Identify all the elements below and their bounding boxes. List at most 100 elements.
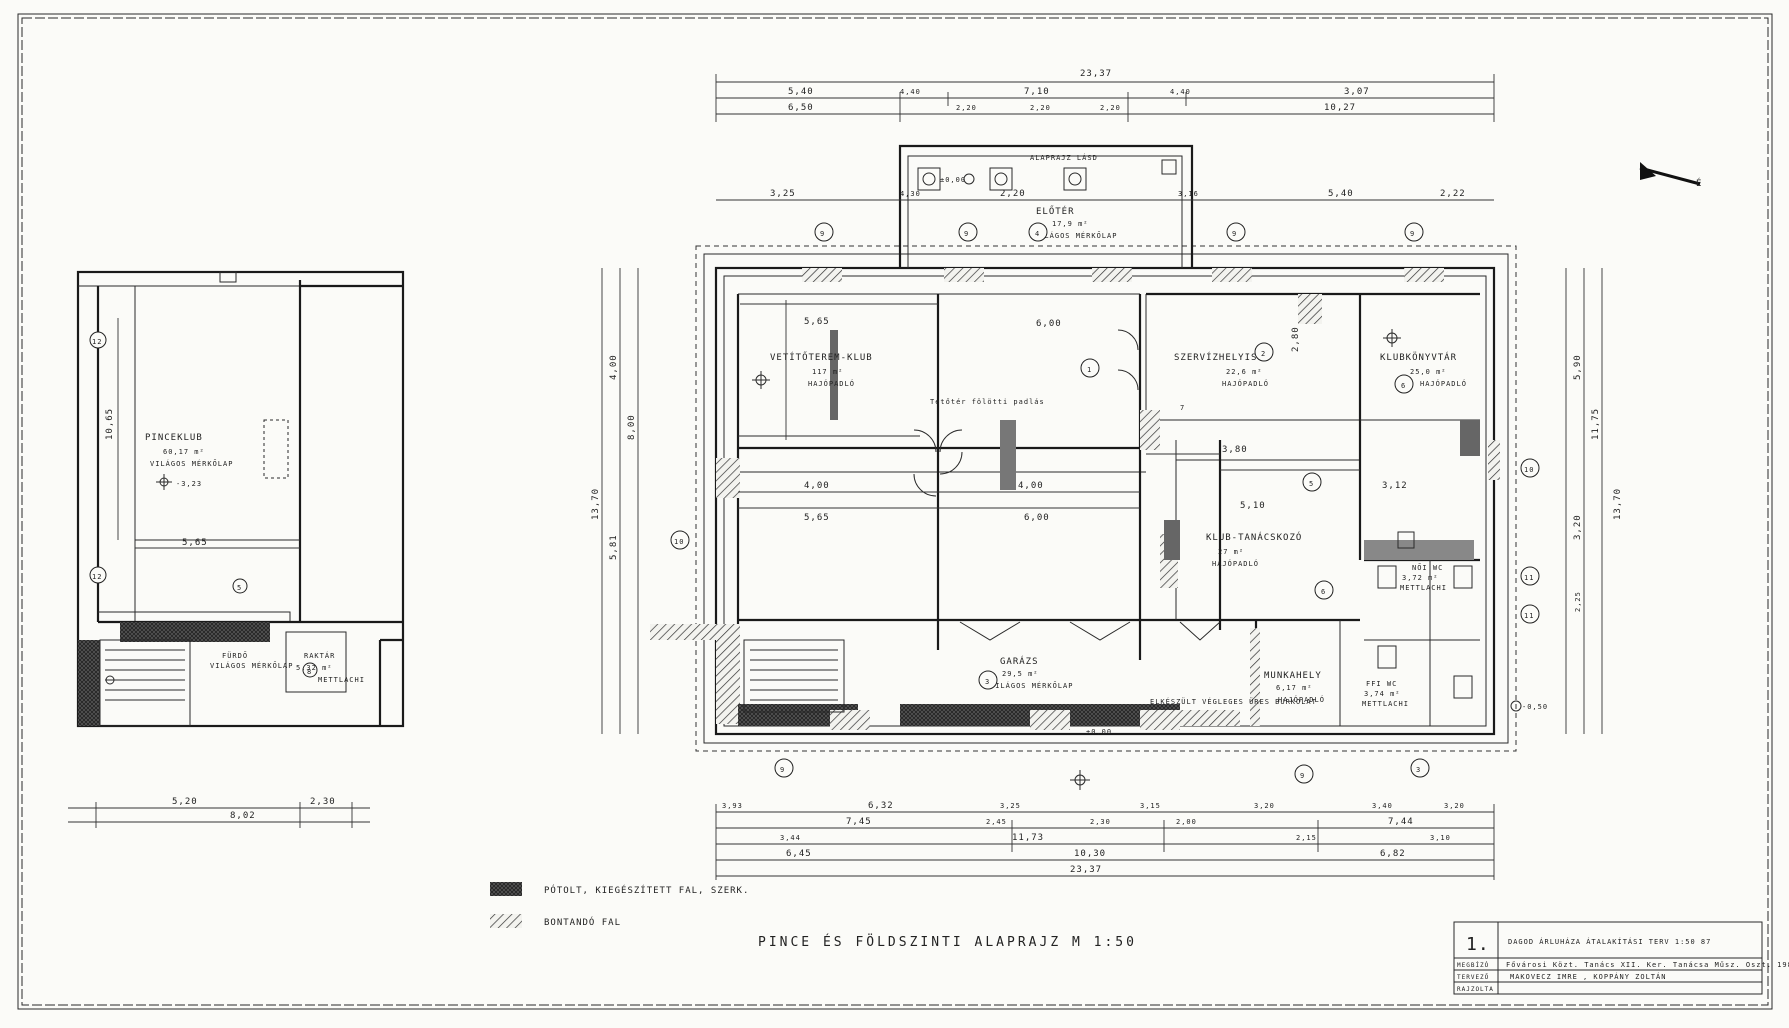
basement-furdo-detail: VILÁGOS MÉRKŐLAP xyxy=(210,661,293,670)
axis-marker-2: 2 xyxy=(1261,350,1266,358)
top-dimension-lines xyxy=(715,74,1495,201)
left-dim-3: 5,81 xyxy=(609,534,619,560)
pinceklub-floor: VILÁGOS MÉRKŐLAP xyxy=(150,459,233,468)
elevation-2: ±0,00 xyxy=(1086,728,1112,736)
legend-label-demolish-wall: BONTANDÓ FAL xyxy=(544,916,621,928)
title-block xyxy=(1453,921,1763,995)
right-dim-3: 3,20 xyxy=(1573,514,1583,540)
bottom-r2-4: 2,00 xyxy=(1176,818,1197,826)
eloter-floor: VILÁGOS MÉRKŐLAP xyxy=(1034,231,1117,240)
noi-wc-floor: METTLACHI xyxy=(1400,584,1447,592)
top-r1-5: 3,07 xyxy=(1344,87,1370,97)
title-block-row1-label: MEGBÍZÓ xyxy=(1457,961,1489,969)
left-dim-4: 13,70 xyxy=(591,488,601,520)
bottom-dimension-lines xyxy=(715,804,1495,880)
north-arrow-icon xyxy=(1639,162,1701,186)
title-block-project: DAGOD ÁRLUHÁZA ÁTALAKÍTÁSI TERV 1:50 87 xyxy=(1508,937,1711,946)
munkahely-area: 6,17 m² xyxy=(1276,684,1313,692)
title-block-row2-label: TERVEZŐ xyxy=(1457,974,1489,981)
inner-dim-2: 5,65 xyxy=(804,513,830,523)
munkahely-name: MUNKAHELY xyxy=(1264,671,1322,681)
top-r3-6: 2,22 xyxy=(1440,189,1466,199)
axis-marker-4: 4 xyxy=(1035,230,1040,238)
axis-marker-9c: 9 xyxy=(1232,230,1237,238)
inner-dim-4: 6,00 xyxy=(1024,513,1050,523)
inner-dim-9: 3,80 xyxy=(1222,445,1248,455)
inner-dim-5: 5,10 xyxy=(1240,501,1266,511)
axis-marker-1: 1 xyxy=(1087,366,1092,374)
top-r2-2: 2,20 xyxy=(956,104,977,112)
axis-marker-7: 7 xyxy=(1180,404,1185,412)
bottom-r1-1: 3,93 xyxy=(722,802,743,810)
szerviz-floor: HAJÓPADLÓ xyxy=(1222,379,1269,388)
loft-note: Tetőtér fölötti padlás xyxy=(930,397,1045,406)
top-overall: 23,37 xyxy=(1080,69,1112,79)
szerviz-area: 22,6 m² xyxy=(1226,368,1263,376)
top-r3-4: 3,16 xyxy=(1178,190,1199,198)
ffi-wc-name: FFI WC xyxy=(1366,680,1397,688)
inner-dim-3: 4,00 xyxy=(1018,481,1044,491)
basement-dim-4: 10,65 xyxy=(105,408,115,440)
top-r1-2: 4,40 xyxy=(900,88,921,96)
bottom-r4-2: 10,30 xyxy=(1074,849,1106,859)
garazs-area: 29,5 m² xyxy=(1002,670,1039,678)
basement-dim-1: 5,20 xyxy=(172,797,198,807)
axis-markers xyxy=(670,222,1540,784)
title-block-row3-label: RAJZOLTA xyxy=(1457,986,1494,993)
top-r2-3: 2,20 xyxy=(1030,104,1051,112)
axis-marker-9f: 9 xyxy=(1300,772,1305,780)
axis-marker-9e: 9 xyxy=(780,766,785,774)
bottom-r4-1: 6,45 xyxy=(786,849,812,859)
munkahely-floor: HAJÓPADLÓ xyxy=(1278,695,1325,704)
bottom-r4-3: 6,82 xyxy=(1380,849,1406,859)
axis-marker-3b: 3 xyxy=(1416,766,1421,774)
inner-dimension-lines xyxy=(738,300,1360,509)
bottom-r1-2: 6,32 xyxy=(868,801,894,811)
inner-dim-1: 4,00 xyxy=(804,481,830,491)
axis-marker-10a: 10 xyxy=(674,538,684,546)
garazs-name: GARÁZS xyxy=(1000,655,1039,667)
left-dim-2: 8,00 xyxy=(627,414,637,440)
inner-dim-10: 2,80 xyxy=(1291,326,1301,352)
legend-swatch-new-wall xyxy=(490,882,522,896)
bottom-r2-1: 7,45 xyxy=(846,817,872,827)
szerviz-name: SZERVÍZHELYISÉG xyxy=(1174,351,1270,363)
vetito-area: 117 m² xyxy=(812,368,843,376)
axis-marker-6b: 6 xyxy=(1401,382,1406,390)
ramp-note: ELKÉSZÜLT VÉGLEGES ÜRES BURKOLAT xyxy=(1150,697,1317,706)
basement-furdo-name: FÜRDŐ xyxy=(222,651,248,660)
basement-plan xyxy=(76,270,405,728)
bottom-r1-3: 3,25 xyxy=(1000,802,1021,810)
axis-marker-8: 8 xyxy=(307,668,312,676)
sheet-border xyxy=(17,13,1773,1010)
legend-swatch-demolish-wall xyxy=(490,914,522,928)
title-block-row1: Fővárosi Közt. Tanács XII. Ker. Tanácsa … xyxy=(1506,960,1789,969)
top-r3-1: 3,25 xyxy=(770,189,796,199)
pinceklub-area: 60,17 m² xyxy=(163,448,205,456)
bottom-r3-4: 3,10 xyxy=(1430,834,1451,842)
tanacskozo-area: 27 m² xyxy=(1218,548,1244,556)
inner-dim-6: 3,12 xyxy=(1382,481,1408,491)
eloter-name: ELŐTÉR xyxy=(1036,205,1075,217)
top-r1-4: 4,40 xyxy=(1170,88,1191,96)
ffi-wc-area: 3,74 m² xyxy=(1364,690,1401,698)
basement-dim-3: 8,02 xyxy=(230,811,256,821)
main-floor-walls xyxy=(650,144,1522,790)
raktar-floor: METTLACHI xyxy=(318,676,365,684)
inner-dim-7: 6,00 xyxy=(1036,319,1062,329)
elevation-1: ±0,00 xyxy=(940,176,966,184)
axis-marker-3a: 3 xyxy=(985,678,990,686)
ffi-wc-floor: METTLACHI xyxy=(1362,700,1409,708)
bottom-r3-2: 11,73 xyxy=(1012,833,1044,843)
vetito-floor: HAJÓPADLÓ xyxy=(808,379,855,388)
klubkonyvtar-area: 25,0 m² xyxy=(1410,368,1447,376)
bottom-r1-7: 3,20 xyxy=(1444,802,1465,810)
vetito-name: VETÍTŐTEREM-KLUB xyxy=(770,351,873,363)
bottom-r1-5: 3,20 xyxy=(1254,802,1275,810)
basement-dimensions xyxy=(68,318,370,828)
side-dimension-lines xyxy=(601,268,1603,734)
top-r2-4: 2,20 xyxy=(1100,104,1121,112)
elevation-3: -0,50 xyxy=(1522,703,1548,711)
axis-marker-11b: 11 xyxy=(1524,612,1534,620)
